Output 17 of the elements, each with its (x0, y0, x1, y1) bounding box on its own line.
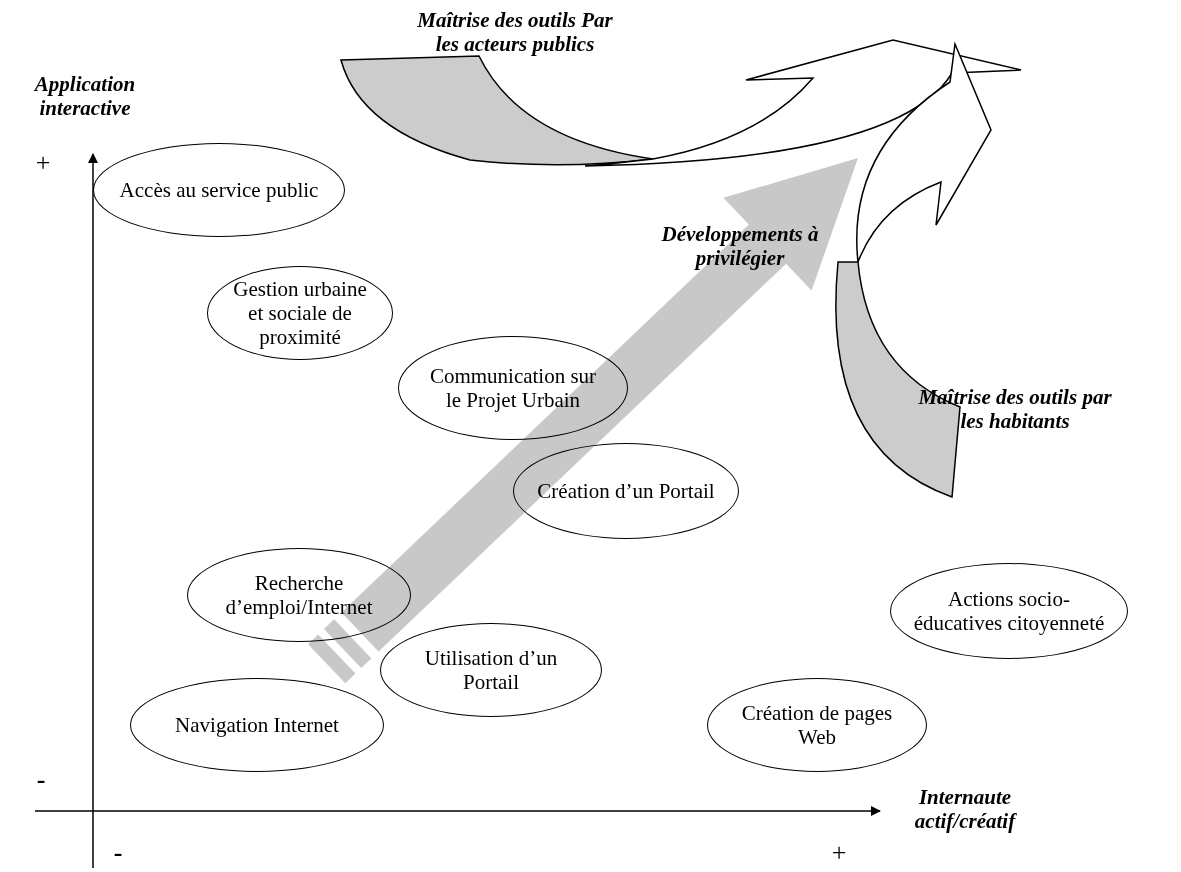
node-text: Recherche d’emploi/Internet (224, 570, 374, 620)
node-text: Utilisation d’un Portail (423, 645, 559, 695)
axis-label: Internaute actif/créatif (913, 785, 1018, 834)
node-text: Création de pages Web (740, 700, 894, 750)
axis-sign: - (112, 838, 124, 868)
node-text: Accès au service public (119, 177, 319, 203)
axis-sign: + (34, 148, 52, 178)
axis-sign: + (830, 838, 848, 868)
node-text: Gestion urbaine et sociale de proximité (232, 276, 368, 350)
axis-label: Maîtrise des outils Par les acteurs publics (416, 8, 614, 57)
axis-label: Développements à privilégier (660, 222, 820, 271)
axis-sign: - (35, 765, 47, 795)
axis-label: Application interactive (32, 72, 137, 121)
node-text: Création d’un Portail (537, 478, 715, 504)
node-text: Actions socio-éducatives citoyenneté (913, 586, 1105, 636)
node-text: Communication sur le Projet Urbain (428, 363, 598, 413)
node-text: Navigation Internet (175, 712, 339, 738)
